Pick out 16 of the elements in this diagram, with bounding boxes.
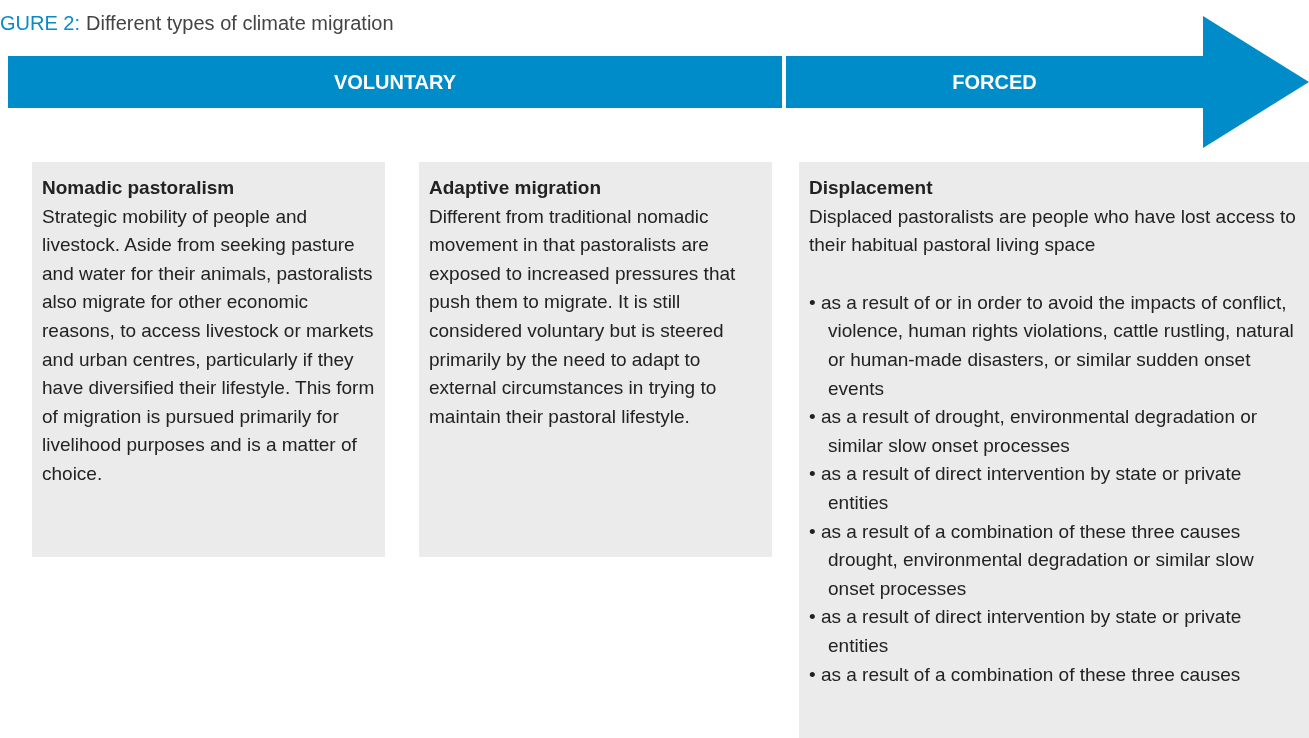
bullet-item: • as a result of a combination of these three causes drought, environmental degradation or similar slow onset processes: [809, 519, 1255, 601]
banner-bar: VOLUNTARY: [8, 56, 782, 108]
banner-label: FORCED: [952, 70, 1037, 94]
bullet-item: • as a result of direct intervention by state or private entities: [809, 462, 1243, 515]
bullet-item: • as a result of direct intervention by state or private entities: [809, 605, 1243, 658]
bullet-item: • as a result of a combination of these three causes: [809, 662, 1242, 687]
card-heading: Displacement: [809, 176, 934, 200]
figure-number: GURE 2:: [0, 12, 81, 34]
card-text: Displaced pastoralists are people who have lost access to their habitual pastoral living space: [809, 204, 1297, 258]
bullet-item: • as a result of or in order to avoid the impacts of conflict, violence, human rights violations, cattle rustling, natural or human-made disasters, or similar sudden onset events: [809, 290, 1295, 401]
card-text: Strategic mobility of people and livestock. Aside from seeking pasture and water for their animals, pastoralists also migrate for other economic reasons, to access livestock or markets and urban centres, particularly if they have diversified their lifestyle. This form of migration is pursued primarily for livelihood purposes and is a matter of choice.: [42, 204, 375, 486]
card-heading: Adaptive migration: [429, 176, 603, 200]
card-text: Different from traditional nomadic movement in that pastoralists are exposed to increased pressures that push them to migrate. It is still considered voluntary but is steered primarily by the need to adapt to external circumstances in trying to maintain their pastoral lifestyle.: [429, 204, 737, 429]
figure-title: Different types of climate migration: [86, 12, 394, 34]
bullet-item: • as a result of drought, environmental degradation or similar slow onset processes: [809, 405, 1259, 458]
card-heading: Nomadic pastoralism: [42, 176, 236, 200]
